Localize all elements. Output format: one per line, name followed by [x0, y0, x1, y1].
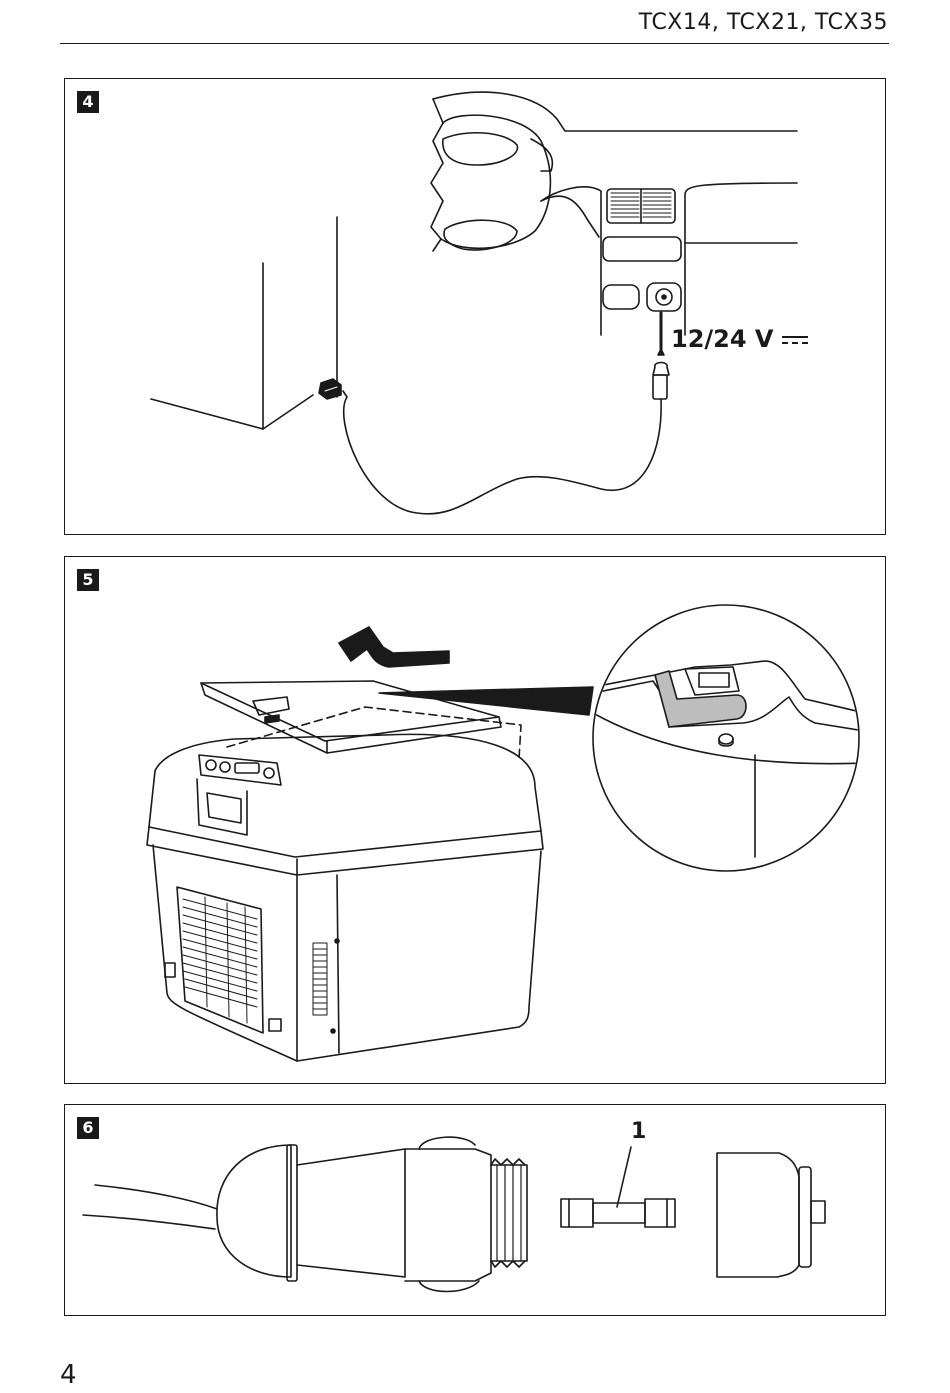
- figure-6-panel: 6 1: [64, 1104, 886, 1316]
- page-number: 4: [60, 1360, 77, 1390]
- voltage-label: 12/24 V: [671, 325, 808, 353]
- figure-4-panel: 4: [64, 78, 886, 535]
- figure-6-illustration: [65, 1105, 887, 1317]
- fuse-callout-number: 1: [631, 1119, 646, 1144]
- figure-5-panel: 5: [64, 556, 886, 1084]
- figure-5-illustration: [65, 557, 887, 1085]
- voltage-text: 12/24 V: [671, 325, 774, 353]
- document-header-title: TCX14, TCX21, TCX35: [639, 10, 888, 35]
- figure-4-illustration: [65, 79, 887, 536]
- dc-symbol-icon: [782, 333, 808, 347]
- header-rule: [60, 43, 889, 44]
